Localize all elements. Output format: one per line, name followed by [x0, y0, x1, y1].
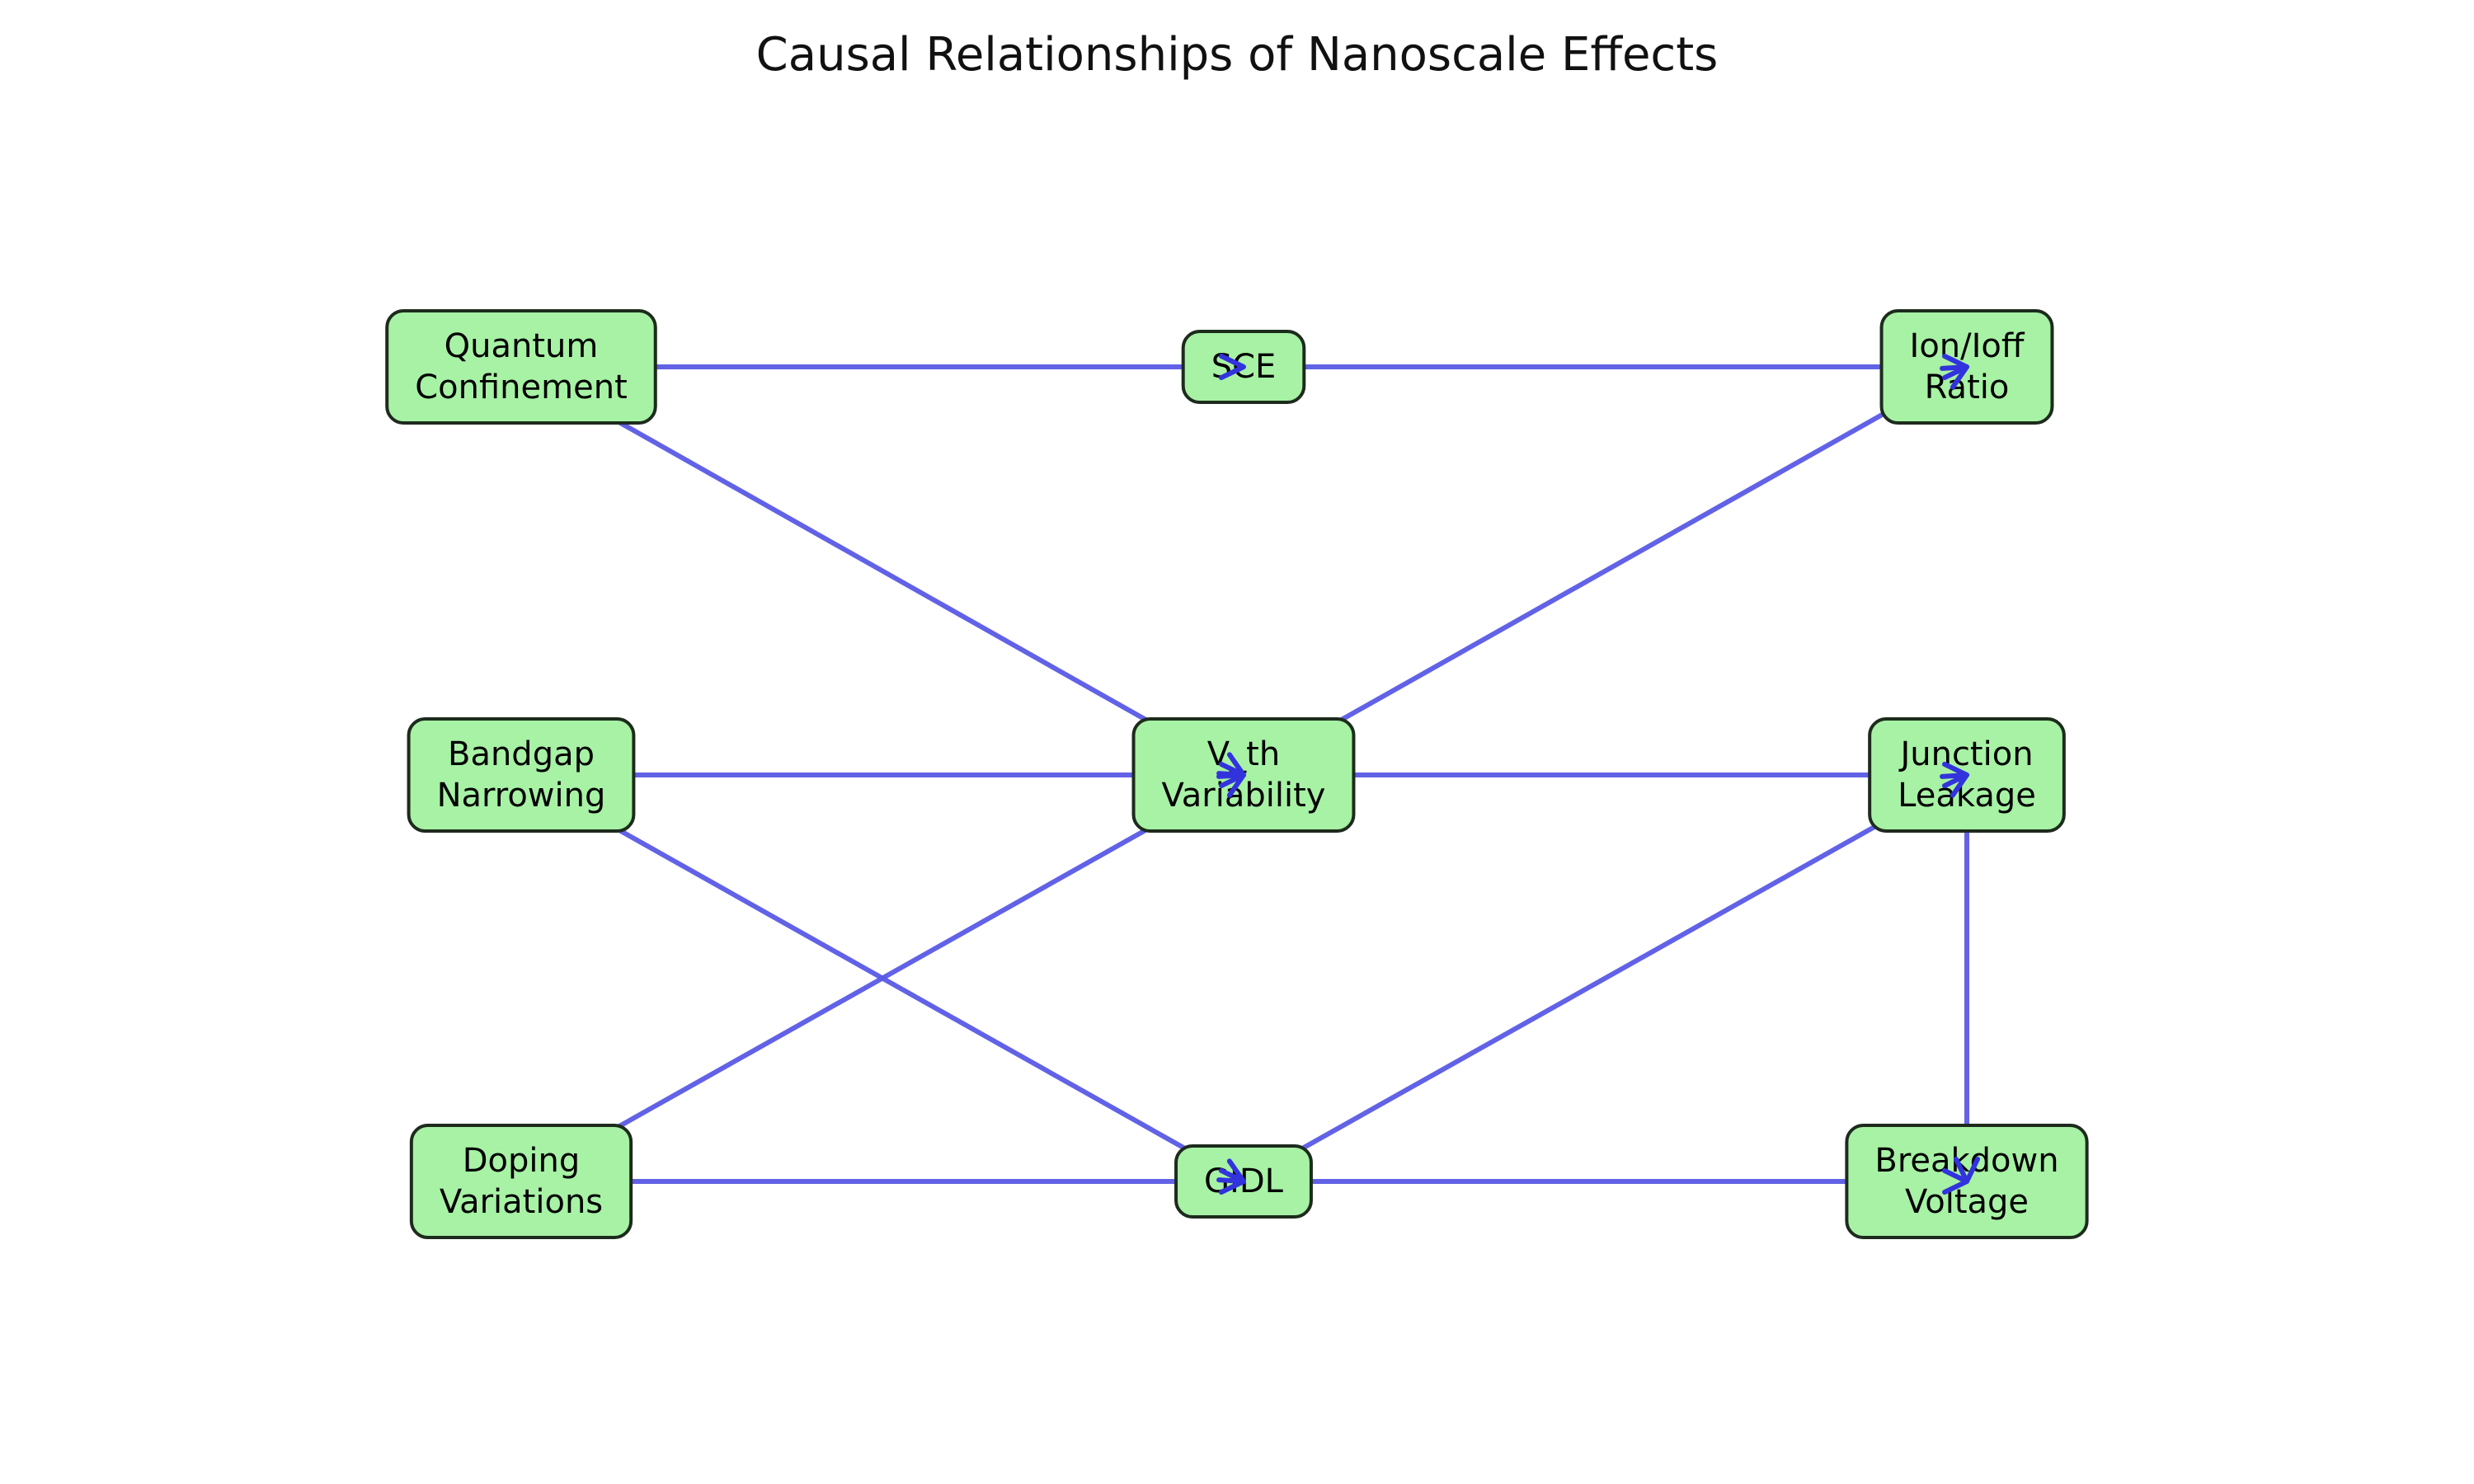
arrowheads-layer — [1216, 353, 1981, 1195]
arrowhead-vth-to-ion — [1940, 364, 1969, 390]
edge-qc-to-vth — [520, 364, 1245, 777]
edge-vth-to-ion — [1242, 364, 1968, 777]
arrowhead-dv-to-vth — [1216, 773, 1246, 798]
node-label-line: Narrowing — [437, 777, 606, 815]
node-label-line: Ion/Ioff — [1910, 327, 2025, 365]
edge-dv-to-vth — [520, 773, 1245, 1184]
node-label-line: Bandgap — [448, 735, 595, 773]
arrowhead-gidl-to-jl — [1940, 773, 1969, 798]
node-label-line: Leakage — [1898, 777, 2036, 815]
node-label-line: Quantum — [444, 327, 599, 365]
node-label-line: Variability — [1162, 777, 1326, 815]
node-label-line: Breakdown — [1874, 1142, 2058, 1180]
node-label-line: Variations — [440, 1183, 603, 1221]
node-label-line: Doping — [463, 1142, 581, 1180]
edge-gidl-to-jl — [1242, 773, 1968, 1184]
node-label-line: Confinement — [415, 369, 628, 406]
diagram-title: Causal Relationships of Nanoscale Effect… — [755, 28, 1719, 82]
node-label-line: V_th — [1207, 735, 1280, 773]
node-box — [407, 717, 636, 833]
node-box — [409, 1124, 633, 1239]
node-label-line: Junction — [1898, 735, 2033, 773]
node-box — [385, 309, 657, 425]
arrowhead-jl-to-bv — [1953, 1156, 1981, 1184]
arrowhead-qc-to-sce — [1218, 353, 1246, 381]
arrowhead-dv-to-gidl — [1218, 1167, 1246, 1195]
node-label-line: Ratio — [1925, 369, 2010, 406]
node-label-line: Voltage — [1905, 1183, 2029, 1221]
